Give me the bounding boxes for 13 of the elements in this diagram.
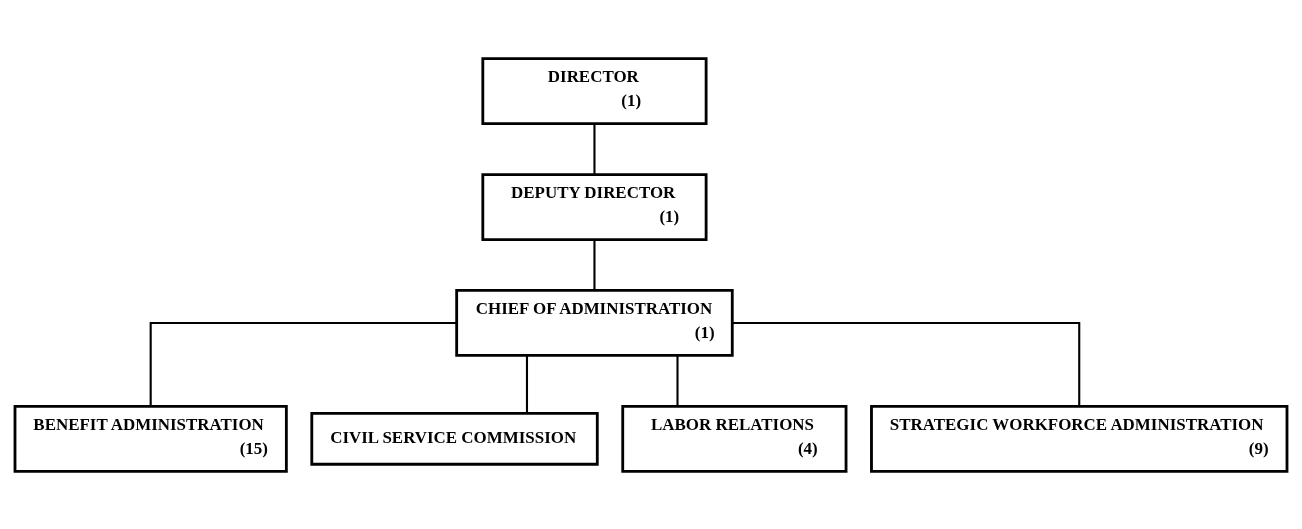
- connector: [676, 355, 679, 406]
- connector: [593, 123, 596, 174]
- connector: [525, 355, 529, 413]
- node-box: DIRECTOR (1): [481, 56, 708, 125]
- node-box: CHIEF OF ADMINISTRATION (1): [455, 288, 734, 357]
- connector: [593, 239, 596, 290]
- node-box: CIVIL SERVICE COMMISSION: [310, 411, 599, 466]
- node-box: LABOR RELATIONS (4): [621, 404, 848, 473]
- connector: [732, 321, 1081, 406]
- node-box: STRATEGIC WORKFORCE ADMINISTRATION (9): [870, 404, 1289, 473]
- node-box: BENEFIT ADMINISTRATION (15): [13, 404, 288, 473]
- connector: [149, 321, 457, 406]
- node-box: DEPUTY DIRECTOR (1): [481, 172, 708, 241]
